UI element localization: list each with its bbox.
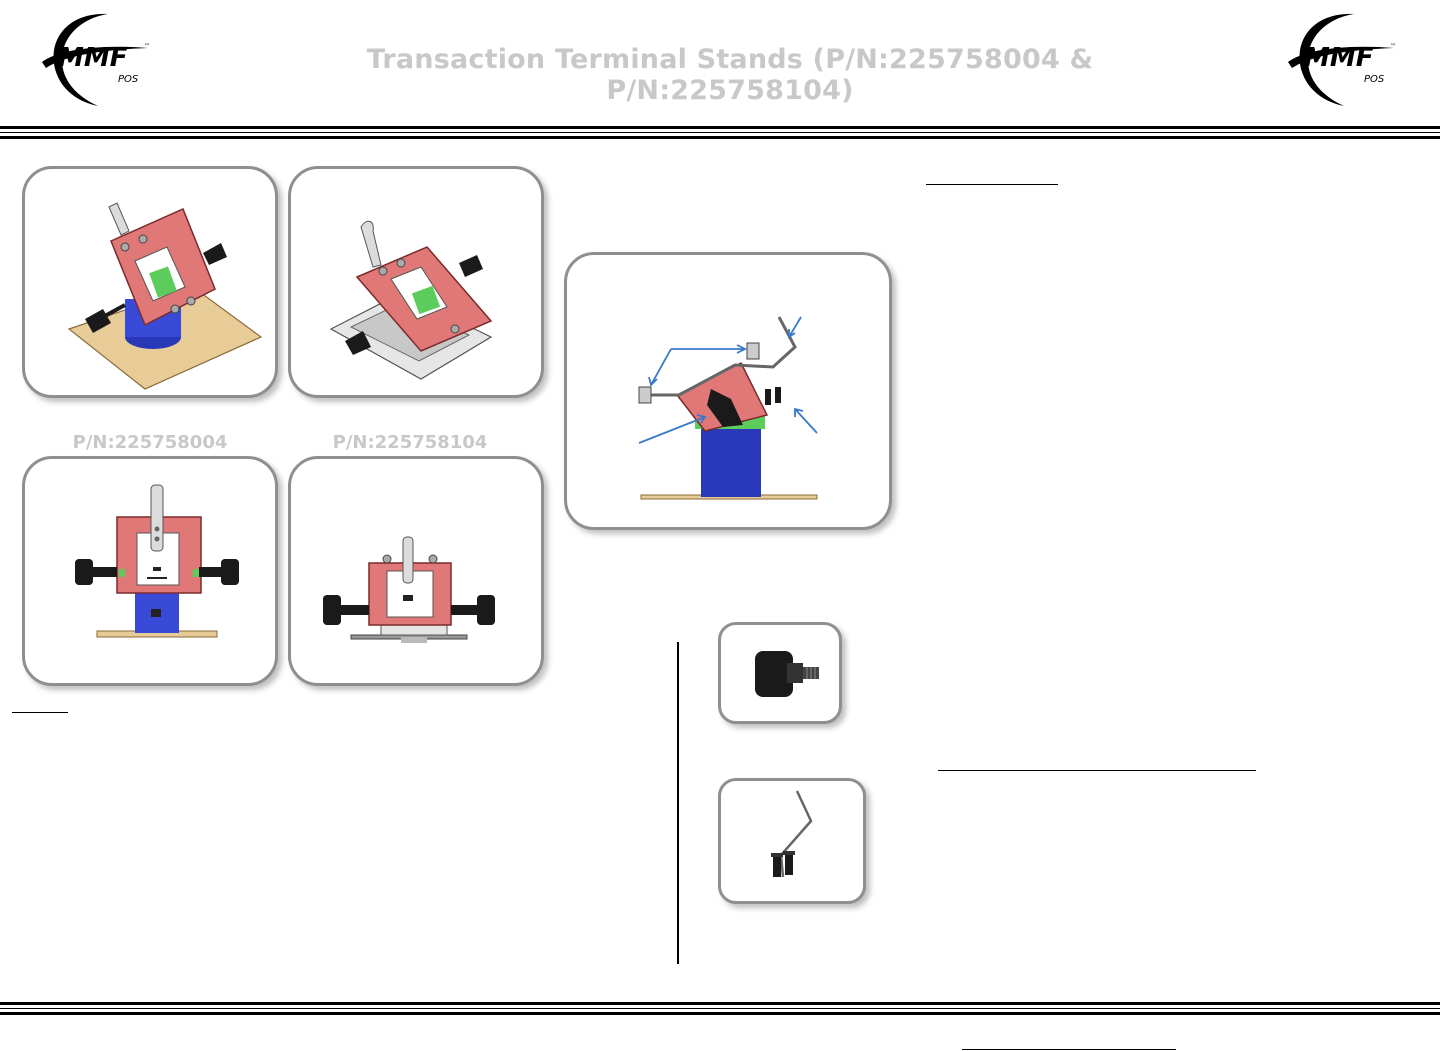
section-heading-underline-right-top xyxy=(926,184,1058,185)
vertical-divider xyxy=(677,642,679,964)
footer-rule-thin xyxy=(0,1008,1440,1009)
stand-front-view-004 xyxy=(22,456,278,686)
mmf-pos-logo-left: MMF ™ POS xyxy=(38,10,168,110)
svg-text:POS: POS xyxy=(118,74,139,85)
knob-part-thumbnail xyxy=(718,622,842,724)
header-rule-thin xyxy=(0,132,1440,133)
section-heading-underline-left xyxy=(12,712,68,713)
svg-text:POS: POS xyxy=(1364,74,1385,85)
section-heading-underline-footer xyxy=(962,1049,1176,1050)
footer-rule-top xyxy=(0,1002,1440,1005)
svg-text:MMF: MMF xyxy=(1304,43,1374,73)
svg-text:MMF: MMF xyxy=(58,43,128,73)
part-number-label-104: P/N:225758104 xyxy=(332,432,488,453)
section-heading-underline-right-middle xyxy=(938,770,1256,771)
svg-text:™: ™ xyxy=(144,43,150,50)
stand-iso-view-104 xyxy=(288,166,544,398)
svg-text:™: ™ xyxy=(1390,43,1396,50)
part-number-label-004: P/N:225758004 xyxy=(72,432,228,453)
header-rule-top xyxy=(0,126,1440,129)
stand-iso-view-004 xyxy=(22,166,278,398)
header-rule-bottom xyxy=(0,136,1440,139)
mmf-pos-logo-right: MMF ™ POS xyxy=(1284,10,1414,110)
bracket-screws-thumbnail xyxy=(718,778,866,904)
stand-side-view-callouts xyxy=(564,252,892,530)
footer-rule-bottom xyxy=(0,1012,1440,1015)
stand-front-view-104 xyxy=(288,456,544,686)
page-title: Transaction Terminal Stands (P/N:2257580… xyxy=(366,44,1094,106)
